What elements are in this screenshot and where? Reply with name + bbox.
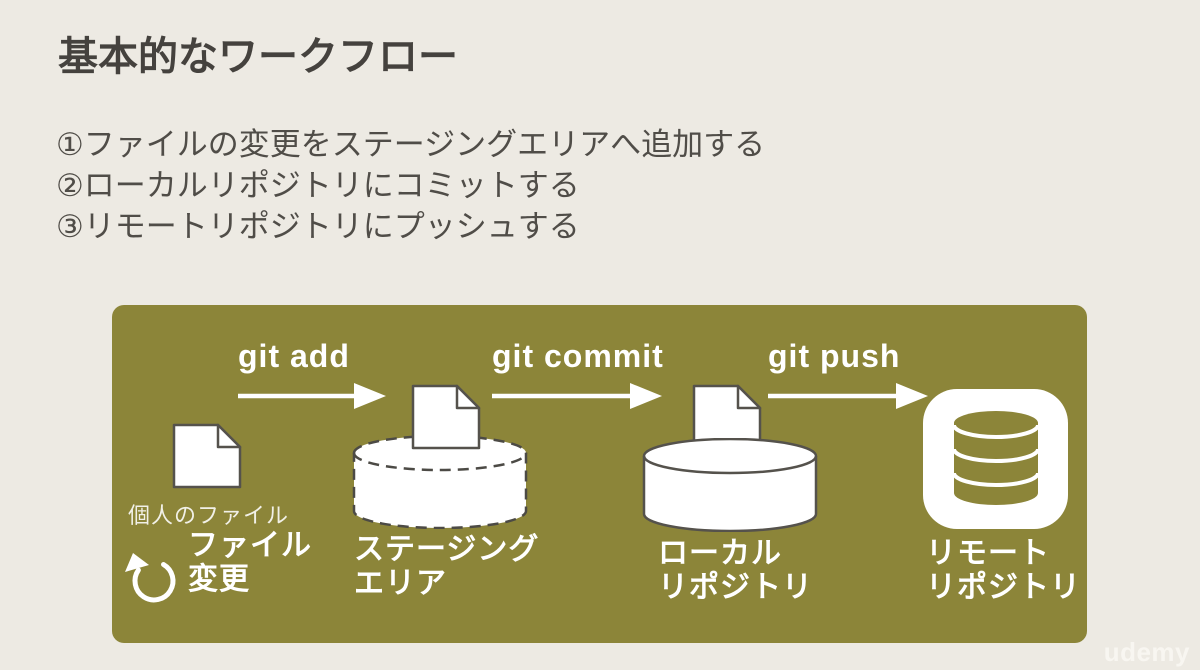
workflow-step-3: ③リモートリポジトリにプッシュする xyxy=(56,209,580,244)
remote-repo-label-line1: リモート xyxy=(926,537,1050,570)
remote-repo-tile xyxy=(923,389,1068,529)
file-icon xyxy=(692,384,762,450)
database-icon xyxy=(951,411,1040,505)
remote-repo-node-label: リモート リポジトリ xyxy=(926,537,1081,605)
workflow-step-1: ①ファイルの変更をステージングエリアへ追加する xyxy=(56,127,766,162)
git-push-command: git push xyxy=(768,338,930,411)
arrow-right-icon xyxy=(238,383,386,409)
arrow-right-icon xyxy=(492,383,662,409)
working-label-line1: ファイル xyxy=(188,529,312,562)
local-repo-label-line2: リポジトリ xyxy=(658,571,813,604)
working-label-line2: 変更 xyxy=(188,563,250,596)
workflow-step-2: ②ローカルリポジトリにコミットする xyxy=(56,168,580,203)
git-push-label: git push xyxy=(768,338,901,374)
working-node-label: ファイル 変更 xyxy=(188,529,312,597)
file-icon xyxy=(411,384,481,450)
git-workflow-diagram: git add git commit git push 個人のファ xyxy=(112,305,1087,643)
staging-label-line2: エリア xyxy=(354,567,447,600)
dashed-cylinder-icon xyxy=(352,435,528,529)
cylinder-icon xyxy=(642,438,818,532)
page-title: 基本的なワークフロー xyxy=(58,35,458,79)
arrow-right-icon xyxy=(768,383,928,409)
git-commit-label: git commit xyxy=(492,338,664,374)
staging-label-line1: ステージング xyxy=(354,533,540,566)
git-add-command: git add xyxy=(238,338,388,411)
refresh-arrow-icon xyxy=(125,553,176,603)
git-add-label: git add xyxy=(238,338,350,374)
workflow-steps: ①ファイルの変更をステージングエリアへ追加する ②ローカルリポジトリにコミットす… xyxy=(56,124,765,247)
udemy-watermark: udemy xyxy=(1103,637,1190,667)
file-icon xyxy=(172,423,242,489)
remote-repo-label-line2: リポジトリ xyxy=(926,571,1081,604)
staging-node-label: ステージング エリア xyxy=(354,533,539,601)
local-repo-node-label: ローカル リポジトリ xyxy=(658,537,813,605)
local-repo-label-line1: ローカル xyxy=(658,537,782,570)
git-commit-command: git commit xyxy=(492,338,664,411)
personal-file-caption: 個人のファイル xyxy=(128,503,290,528)
